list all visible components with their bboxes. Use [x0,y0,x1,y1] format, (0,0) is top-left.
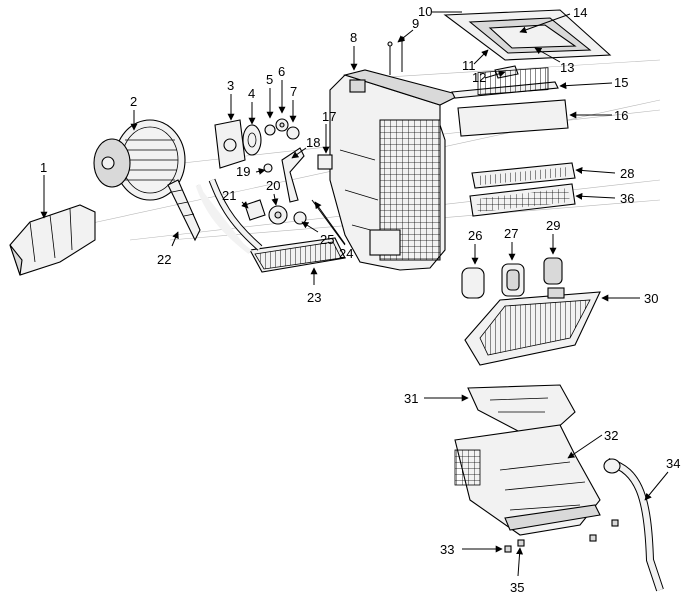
label-10: 10 [418,4,432,19]
label-29: 29 [546,218,560,233]
label-18: 18 [306,135,320,150]
label-7: 7 [290,84,297,99]
part-screws-9 [387,36,405,75]
part-top-cover [443,9,612,61]
part-lever-21 [244,199,266,221]
label-27: 27 [504,226,518,241]
part-case-lower [454,424,601,536]
part-heater-core [195,178,346,273]
label-2: 2 [130,94,137,109]
label-32: 32 [604,428,618,443]
label-17: 17 [322,109,336,124]
part-seal-27 [501,263,525,297]
label-26: 26 [468,228,482,243]
label-30: 30 [644,291,658,306]
part-lever-7 [286,126,300,140]
part-screen-28 [471,162,576,189]
part-screen-36 [469,183,576,217]
leader-lines [40,11,669,577]
part-clip-33 [504,545,512,553]
label-16: 16 [614,108,628,123]
part-link-18 [281,147,305,203]
label-5: 5 [266,72,273,87]
label-12: 12 [472,70,486,85]
part-actuator-3 [214,119,246,169]
part-bracket-22 [167,179,201,242]
label-22: 22 [157,252,171,267]
label-23: 23 [307,290,321,305]
label-8: 8 [350,30,357,45]
part-pin-19 [263,163,273,173]
label-25: 25 [320,232,334,247]
part-drain-hose [603,458,664,592]
label-13: 13 [560,60,574,75]
part-cam-6 [275,118,289,132]
label-33: 33 [440,542,454,557]
label-34: 34 [666,456,680,471]
part-connector-17 [317,154,333,170]
label-14: 14 [573,5,587,20]
part-gear-4 [242,124,262,156]
part-main-case [329,69,462,271]
part-cam-20 [268,205,288,225]
part-evaporator [464,287,601,366]
label-20: 20 [266,178,280,193]
part-clip-35 [517,519,619,547]
label-21: 21 [222,188,236,203]
label-28: 28 [620,166,634,181]
label-4: 4 [248,86,255,101]
label-6: 6 [278,64,285,79]
part-lever-5 [264,124,276,136]
label-24: 24 [339,246,353,261]
part-seal-26 [461,267,485,299]
label-31: 31 [404,391,418,406]
label-35: 35 [510,580,524,595]
part-blower-motor [93,119,186,201]
label-3: 3 [227,78,234,93]
label-19: 19 [236,164,250,179]
part-seal-25 [293,211,307,225]
part-seal-29 [543,257,563,285]
label-11: 11 [462,58,476,73]
part-blower-duct [9,204,96,276]
label-1: 1 [40,160,47,175]
label-9: 9 [412,16,419,31]
label-36: 36 [620,191,634,206]
label-15: 15 [614,75,628,90]
callout-labels: 1 2 3 4 5 6 7 8 9 10 11 12 13 14 15 16 1… [40,4,680,595]
